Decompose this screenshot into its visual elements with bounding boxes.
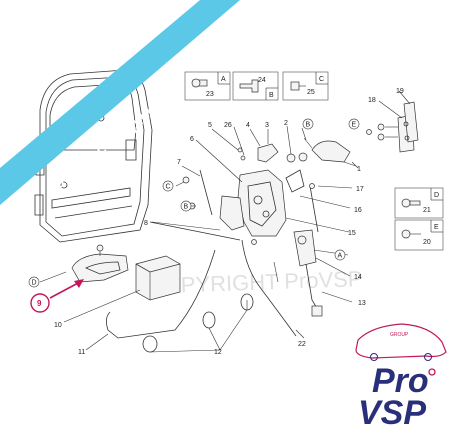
reference-letters: B E C B A D xyxy=(28,118,360,288)
control-rods xyxy=(106,221,297,339)
label-part-19: 19 xyxy=(396,88,404,95)
fastener-box-e: E 20 xyxy=(394,219,444,251)
ref-c-left: C xyxy=(166,184,171,191)
label-part-2: 2 xyxy=(284,120,288,127)
highlighted-part-number: 9 xyxy=(37,299,42,308)
highlighted-part-callout: 9 xyxy=(30,293,50,313)
label-part-7: 7 xyxy=(177,159,181,166)
lock-actuator xyxy=(273,229,323,317)
ref-a-right: A xyxy=(338,253,343,260)
label-part-17: 17 xyxy=(356,186,364,193)
ref-e-top: E xyxy=(352,122,357,129)
box-e-number: 20 xyxy=(423,239,431,246)
ref-b-top: B xyxy=(306,122,311,129)
label-part-1: 1 xyxy=(357,166,361,173)
label-part-15: 15 xyxy=(348,230,356,237)
wheel-icon xyxy=(370,353,378,361)
highlight-arrow xyxy=(49,279,84,299)
logo-dot-icon xyxy=(428,368,436,376)
label-part-11: 11 xyxy=(78,349,85,356)
door-lock-mechanism xyxy=(182,169,319,245)
fastener-box-a: A 23 xyxy=(184,71,231,101)
logo-line1: Pro xyxy=(372,362,429,400)
label-part-3: 3 xyxy=(265,122,269,129)
label-part-8: 8 xyxy=(144,220,148,227)
box-a-letter: A xyxy=(221,76,226,83)
lock-cylinder-parts xyxy=(211,125,308,163)
fastener-box-b: B 24 xyxy=(232,71,279,101)
ref-d-left: D xyxy=(32,280,37,287)
website-banner: pro-piece-vsp.com xyxy=(0,0,240,205)
label-part-12: 12 xyxy=(214,349,222,356)
exterior-handle xyxy=(303,137,357,167)
label-part-16: 16 xyxy=(354,207,362,214)
label-part-10: 10 xyxy=(54,322,62,329)
logo-line2: VSP xyxy=(358,394,426,432)
leader-lines xyxy=(39,127,359,353)
part-labels: 1 2 3 4 5 6 7 8 10 11 12 13 14 15 16 17 … xyxy=(54,88,404,356)
fastener-box-c: C 25 xyxy=(282,71,329,101)
box-e-letter: E xyxy=(434,224,439,231)
box-b-letter: B xyxy=(269,92,274,99)
label-part-26: 26 xyxy=(224,122,232,129)
box-d-letter: D xyxy=(434,192,439,199)
car-silhouette-icon xyxy=(355,323,447,359)
provsp-logo: GROUP Pro VSP xyxy=(355,323,447,432)
hinge-assembly xyxy=(366,90,419,153)
interior-handle xyxy=(71,244,129,283)
label-part-5: 5 xyxy=(208,122,212,129)
label-part-14: 14 xyxy=(354,274,362,281)
electronic-module xyxy=(135,255,181,301)
label-part-22: 22 xyxy=(298,341,306,348)
ref-b-left: B xyxy=(184,204,189,211)
label-part-4: 4 xyxy=(246,122,250,129)
box-a-number: 23 xyxy=(206,91,214,98)
wheel-icon xyxy=(424,353,432,361)
logo-tag: GROUP xyxy=(390,332,409,338)
box-c-letter: C xyxy=(319,76,324,83)
label-part-13: 13 xyxy=(358,300,366,307)
box-d-number: 21 xyxy=(423,207,431,214)
box-b-number: 24 xyxy=(258,77,266,84)
label-part-18: 18 xyxy=(368,97,376,104)
label-part-6: 6 xyxy=(190,136,194,143)
cable-clips xyxy=(142,293,254,353)
box-c-number: 25 xyxy=(307,89,315,96)
fastener-box-d: D 21 xyxy=(394,187,444,219)
